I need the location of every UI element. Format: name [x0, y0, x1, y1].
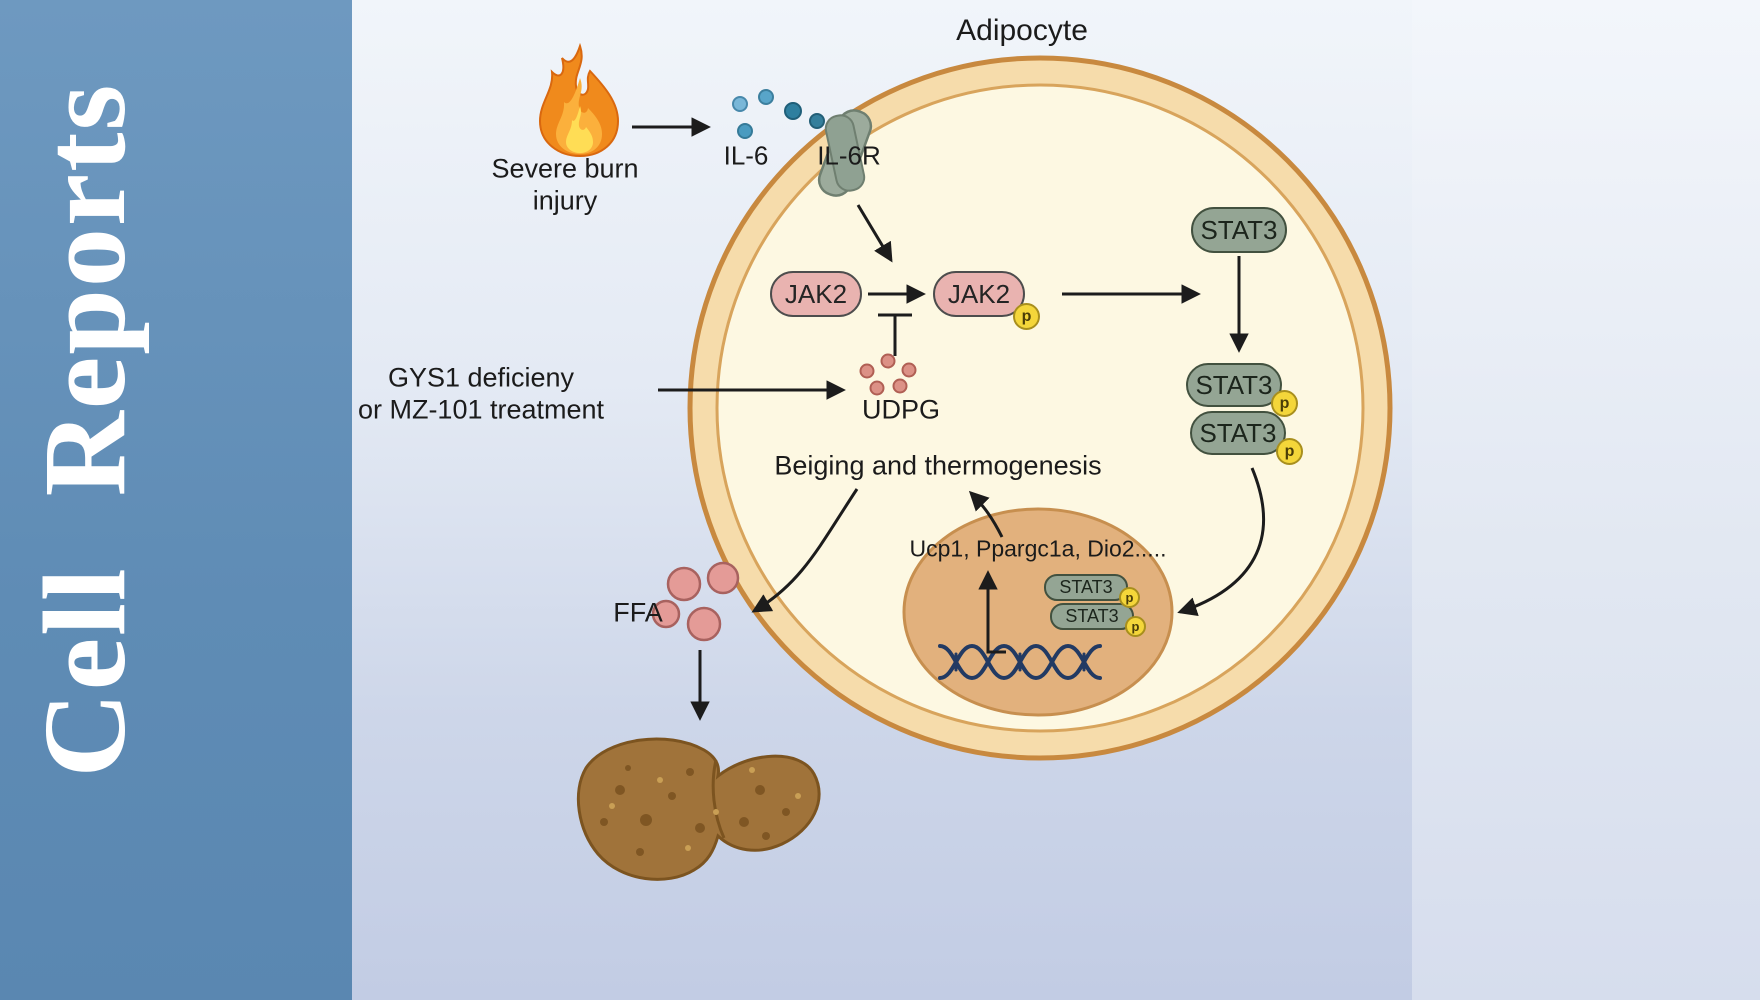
cell-title: Adipocyte [956, 14, 1088, 47]
il6r-receptor-icon [817, 109, 873, 197]
treatment-line2: or MZ-101 treatment [357, 394, 605, 425]
stimulus-line2: injury [532, 185, 598, 216]
phospho-badge-jak2: p [1013, 303, 1040, 330]
stat3-dimer-box-1: STAT3 [1186, 363, 1282, 407]
arrow-dimer-to-nucleus [1177, 467, 1266, 616]
il6r-label: IL-6R [817, 140, 881, 171]
ffa-label: FFA [613, 597, 663, 628]
inhibition-tbar [878, 313, 912, 356]
dna-helix-icon [938, 643, 1102, 681]
stat3-dimer-box-2: STAT3 [1190, 411, 1286, 455]
nucleus [902, 507, 1174, 717]
beiging-label: Beiging and thermogenesis [774, 450, 1102, 481]
stat3-nuclear-box-2: STAT3 [1050, 603, 1134, 630]
jak2-phospho-box: JAK2 [933, 271, 1025, 317]
il6-dots [732, 89, 825, 139]
stimulus-line1: Severe burn [491, 153, 639, 184]
genes-label: Ucp1, Ppargc1a, Dio2..... [909, 535, 1167, 562]
udpg-label: UDPG [861, 394, 941, 425]
phospho-badge-nuclear-2: p [1125, 616, 1146, 637]
arrow-transcription [978, 570, 1006, 654]
jak2-box: JAK2 [770, 271, 862, 317]
right-margin [1412, 0, 1760, 1000]
arrows [632, 117, 1266, 721]
phospho-badge-dimer-1: p [1271, 390, 1298, 417]
udpg-dots [859, 353, 917, 396]
flame-icon [538, 42, 620, 158]
journal-sidebar: Cell Reports [0, 0, 352, 1000]
phospho-badge-nuclear-1: p [1119, 587, 1140, 608]
il6-label: IL-6 [723, 140, 769, 171]
arrow-nucleus-to-beiging [968, 490, 1004, 538]
stat3-box: STAT3 [1191, 207, 1287, 253]
arrow-receptor-to-jak [856, 204, 893, 263]
liver-icon [576, 737, 821, 881]
stat3-nuclear-box-1: STAT3 [1044, 574, 1128, 601]
ffa-dots [651, 561, 740, 642]
phospho-badge-dimer-2: p [1276, 438, 1303, 465]
treatment-line1: GYS1 deficieny [387, 362, 575, 393]
arrow-beiging-to-ffa [751, 488, 859, 613]
